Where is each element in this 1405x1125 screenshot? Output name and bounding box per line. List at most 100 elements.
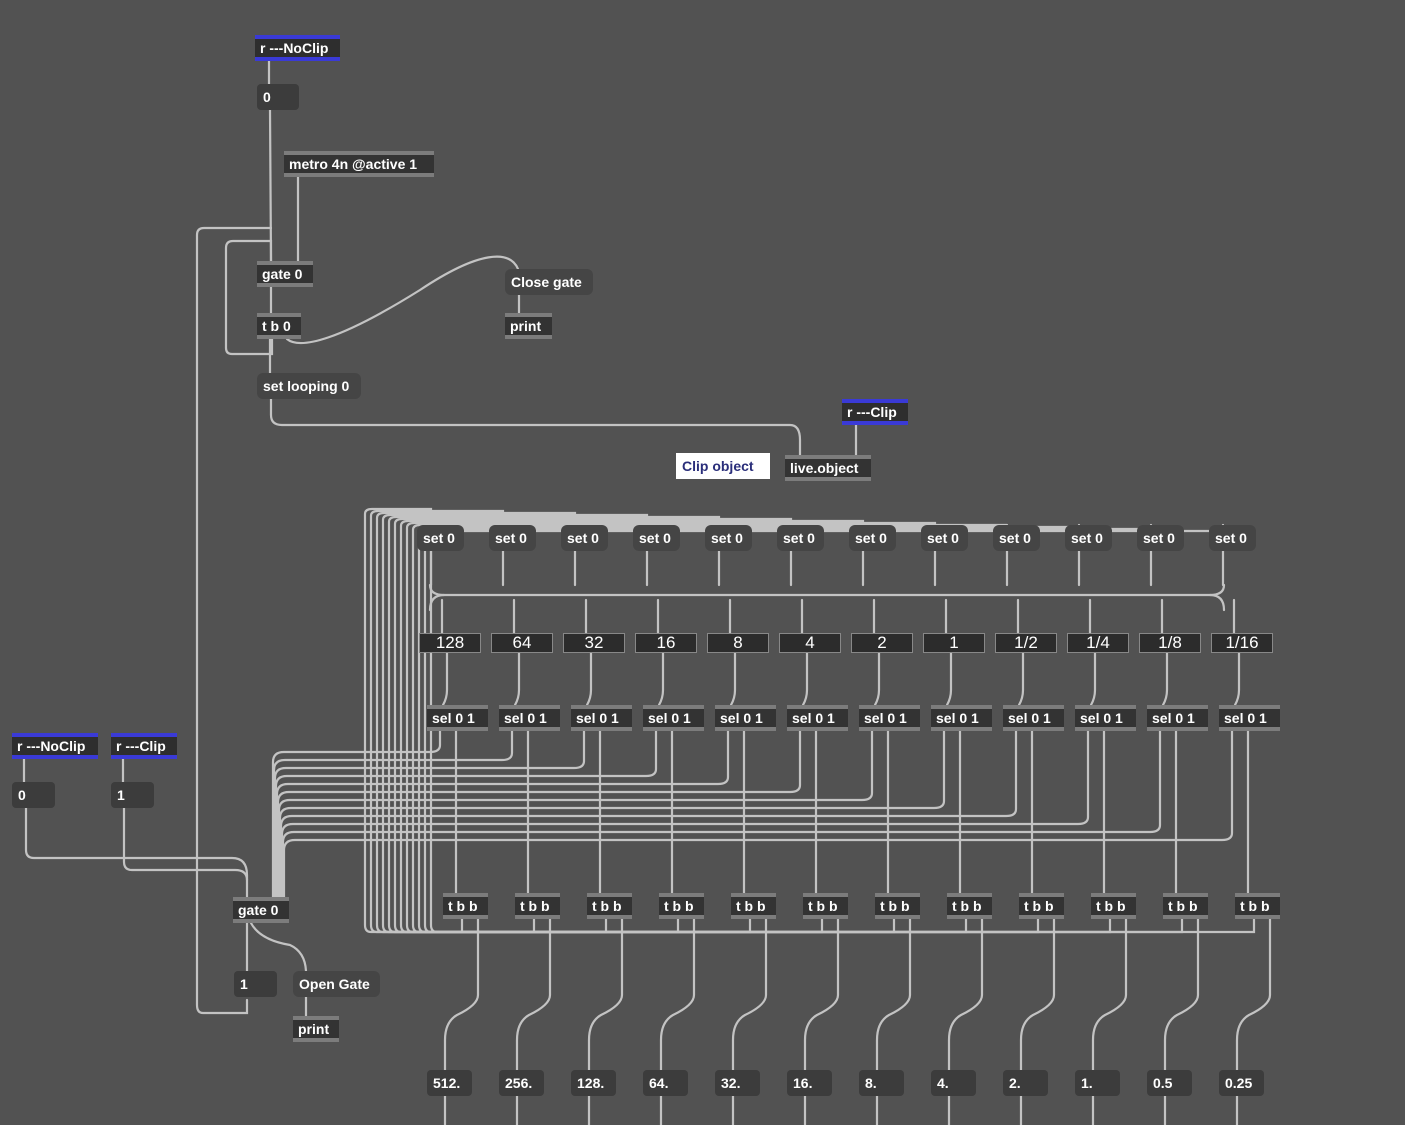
set-zero-message[interactable]: set 0 — [1209, 525, 1256, 551]
trigger-bang-object[interactable]: t b b — [587, 893, 632, 919]
select-object[interactable]: sel 0 1 — [1003, 705, 1064, 731]
print-object-bottom[interactable]: print — [293, 1016, 339, 1042]
select-object[interactable]: sel 0 1 — [643, 705, 704, 731]
set-zero-message[interactable]: set 0 — [993, 525, 1040, 551]
patch-cord — [803, 917, 840, 1072]
trigger-bang-object[interactable]: t b b — [659, 893, 704, 919]
select-object[interactable]: sel 0 1 — [859, 705, 920, 731]
length-number-box[interactable]: 0.5 — [1147, 1070, 1192, 1096]
division-toggle-box[interactable]: 64 — [491, 633, 553, 653]
division-toggle-box[interactable]: 4 — [779, 633, 841, 653]
select-object[interactable]: sel 0 1 — [715, 705, 776, 731]
set-zero-message[interactable]: set 0 — [417, 525, 464, 551]
trigger-bang-object[interactable]: t b b — [875, 893, 920, 919]
receive-clip-object-left[interactable]: r ---Clip — [111, 733, 177, 759]
patch-cord — [271, 729, 442, 899]
set-zero-message[interactable]: set 0 — [921, 525, 968, 551]
length-number-box[interactable]: 0.25 — [1219, 1070, 1264, 1096]
trigger-bang-object[interactable]: t b b — [803, 893, 848, 919]
division-toggle-box[interactable]: 1/4 — [1067, 633, 1129, 653]
trigger-bang-object[interactable]: t b b — [1091, 893, 1136, 919]
length-number-box[interactable]: 64. — [643, 1070, 688, 1096]
patch-cord — [285, 255, 520, 345]
patch-cord — [282, 729, 1234, 899]
length-number-box[interactable]: 32. — [715, 1070, 760, 1096]
patch-cord — [279, 729, 1018, 899]
select-object[interactable]: sel 0 1 — [571, 705, 632, 731]
set-zero-message[interactable]: set 0 — [849, 525, 896, 551]
patch-cord — [1089, 651, 1097, 707]
length-number-box[interactable]: 8. — [859, 1070, 904, 1096]
select-object[interactable]: sel 0 1 — [1075, 705, 1136, 731]
select-object[interactable]: sel 0 1 — [499, 705, 560, 731]
trigger-bang-object[interactable]: t b b — [515, 893, 560, 919]
patch-cord — [1091, 917, 1128, 1072]
number-box-left-zero[interactable]: 0 — [12, 782, 55, 808]
patch-cord — [657, 651, 665, 707]
select-object[interactable]: sel 0 1 — [1147, 705, 1208, 731]
print-object-top[interactable]: print — [505, 313, 552, 339]
patch-cord — [122, 806, 249, 882]
division-toggle-box[interactable]: 2 — [851, 633, 913, 653]
length-number-box[interactable]: 256. — [499, 1070, 544, 1096]
live-object[interactable]: live.object — [785, 455, 871, 481]
set-zero-message[interactable]: set 0 — [705, 525, 752, 551]
number-box-gate-output[interactable]: 1 — [234, 971, 277, 997]
receive-noclip-object-left[interactable]: r ---NoClip — [12, 733, 98, 759]
set-zero-message[interactable]: set 0 — [633, 525, 680, 551]
patch-cord — [274, 729, 658, 899]
open-gate-message[interactable]: Open Gate — [293, 971, 380, 997]
set-zero-message[interactable]: set 0 — [1065, 525, 1112, 551]
patch-cord — [195, 226, 273, 1015]
metro-object[interactable]: metro 4n @active 1 — [284, 151, 434, 177]
patch-cord — [1233, 651, 1241, 707]
length-number-box[interactable]: 128. — [571, 1070, 616, 1096]
receive-clip-object[interactable]: r ---Clip — [842, 399, 908, 425]
gate-object-top[interactable]: gate 0 — [257, 261, 313, 287]
patch-cord — [277, 729, 874, 899]
length-number-box[interactable]: 4. — [931, 1070, 976, 1096]
set-zero-message[interactable]: set 0 — [1137, 525, 1184, 551]
gate-object-bottom[interactable]: gate 0 — [233, 897, 289, 923]
trigger-bang-object[interactable]: t b b — [947, 893, 992, 919]
division-toggle-box[interactable]: 128 — [419, 633, 481, 653]
division-toggle-box[interactable]: 8 — [707, 633, 769, 653]
patch-cord — [276, 729, 802, 899]
trigger-object-top[interactable]: t b 0 — [257, 313, 301, 339]
receive-noclip-object[interactable]: r ---NoClip — [255, 35, 340, 61]
patch-cord — [280, 729, 1090, 899]
select-object[interactable]: sel 0 1 — [427, 705, 488, 731]
division-toggle-box[interactable]: 16 — [635, 633, 697, 653]
patch-cord — [945, 651, 953, 707]
division-toggle-box[interactable]: 1/8 — [1139, 633, 1201, 653]
patch-cord — [272, 729, 514, 899]
length-number-box[interactable]: 1. — [1075, 1070, 1120, 1096]
patch-cord — [268, 108, 273, 263]
length-number-box[interactable]: 512. — [427, 1070, 472, 1096]
set-zero-message[interactable]: set 0 — [777, 525, 824, 551]
patch-cord — [428, 593, 446, 612]
trigger-bang-object[interactable]: t b b — [1019, 893, 1064, 919]
division-toggle-box[interactable]: 1/16 — [1211, 633, 1273, 653]
number-box-noclip-zero[interactable]: 0 — [257, 84, 299, 110]
number-box-left-one[interactable]: 1 — [111, 782, 154, 808]
length-number-box[interactable]: 16. — [787, 1070, 832, 1096]
division-toggle-box[interactable]: 1/2 — [995, 633, 1057, 653]
length-number-box[interactable]: 2. — [1003, 1070, 1048, 1096]
select-object[interactable]: sel 0 1 — [787, 705, 848, 731]
set-zero-message[interactable]: set 0 — [561, 525, 608, 551]
division-toggle-box[interactable]: 32 — [563, 633, 625, 653]
trigger-bang-object[interactable]: t b b — [443, 893, 488, 919]
close-gate-message[interactable]: Close gate — [505, 269, 593, 295]
patch-cord — [443, 917, 480, 1072]
trigger-bang-object[interactable]: t b b — [731, 893, 776, 919]
trigger-bang-object[interactable]: t b b — [1163, 893, 1208, 919]
trigger-bang-object[interactable]: t b b — [1235, 893, 1280, 919]
select-object[interactable]: sel 0 1 — [1219, 705, 1280, 731]
set-zero-message[interactable]: set 0 — [489, 525, 536, 551]
division-toggle-box[interactable]: 1 — [923, 633, 985, 653]
select-object[interactable]: sel 0 1 — [931, 705, 992, 731]
set-looping-message[interactable]: set looping 0 — [257, 373, 361, 399]
patch-cord — [281, 729, 1162, 899]
